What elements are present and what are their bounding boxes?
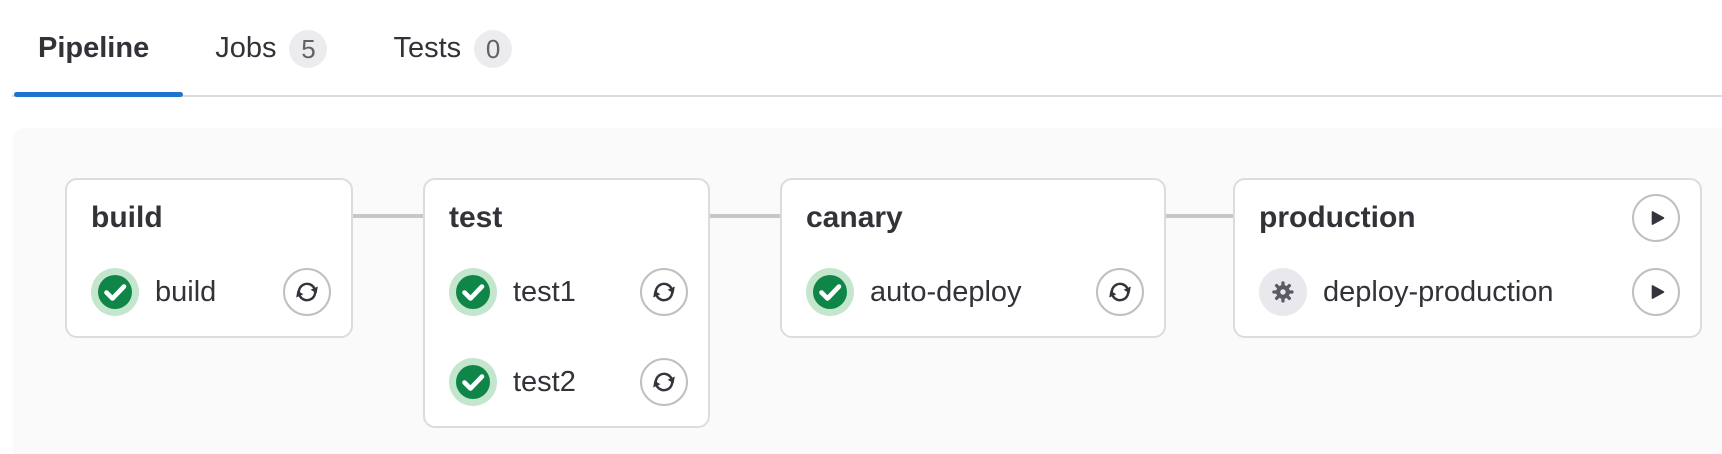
play-job-button[interactable]	[1632, 268, 1680, 316]
stage-connector-line	[1166, 214, 1233, 218]
retry-job-button[interactable]	[640, 268, 688, 316]
tab-pipeline-label: Pipeline	[38, 32, 150, 64]
stage-title: test	[449, 201, 503, 234]
stage-card-canary: canary auto-deploy	[780, 178, 1166, 338]
status-success-check-circle-icon	[449, 268, 497, 316]
stage-header: build	[91, 194, 331, 242]
job-item-test1[interactable]: test1	[449, 268, 688, 316]
job-item-build[interactable]: build	[91, 268, 331, 316]
tests-count-badge: 0	[474, 29, 513, 68]
job-item-auto-deploy[interactable]: auto-deploy	[806, 268, 1144, 316]
status-success-check-circle-icon	[806, 268, 854, 316]
retry-icon	[653, 282, 675, 302]
status-success-check-circle-icon	[449, 358, 497, 406]
job-name: auto-deploy	[870, 275, 1022, 308]
stage-header: canary	[806, 194, 1144, 242]
pipeline-tab-bar: Pipeline Jobs 5 Tests 0	[0, 0, 1722, 97]
stage-header: production	[1259, 194, 1680, 242]
play-all-manual-jobs-button[interactable]	[1632, 194, 1680, 242]
status-manual-gear-icon	[1259, 268, 1307, 316]
tab-jobs-label: Jobs	[215, 32, 277, 64]
job-name: build	[155, 275, 217, 308]
stage-title: build	[91, 201, 163, 234]
stage-connector-line	[710, 214, 780, 218]
job-name: test1	[513, 275, 576, 308]
job-item-deploy-production[interactable]: deploy-production	[1259, 268, 1680, 316]
stage-title: canary	[806, 201, 903, 234]
status-success-check-circle-icon	[91, 268, 139, 316]
play-icon	[1651, 211, 1665, 225]
retry-job-button[interactable]	[1096, 268, 1144, 316]
tab-pipeline[interactable]: Pipeline	[14, 0, 184, 97]
job-name: test2	[513, 365, 576, 398]
play-icon	[1651, 285, 1665, 299]
stage-card-test: test test1	[423, 178, 710, 428]
stage-title: production	[1259, 201, 1416, 234]
retry-icon	[1109, 282, 1131, 302]
tab-jobs[interactable]: Jobs 5	[191, 0, 351, 97]
retry-job-button[interactable]	[283, 268, 331, 316]
tab-tests-label: Tests	[393, 32, 462, 64]
tab-tests[interactable]: Tests 0	[369, 0, 536, 97]
pipeline-graph: build build tes	[13, 128, 1722, 454]
retry-icon	[296, 282, 318, 302]
retry-job-button[interactable]	[640, 358, 688, 406]
retry-icon	[653, 372, 675, 392]
job-name: deploy-production	[1323, 275, 1554, 308]
stage-connector-line	[353, 214, 423, 218]
stage-header: test	[449, 194, 688, 242]
stage-card-build: build build	[65, 178, 353, 338]
job-item-test2[interactable]: test2	[449, 358, 688, 406]
jobs-count-badge: 5	[289, 29, 328, 68]
stage-card-production: production	[1233, 178, 1702, 338]
